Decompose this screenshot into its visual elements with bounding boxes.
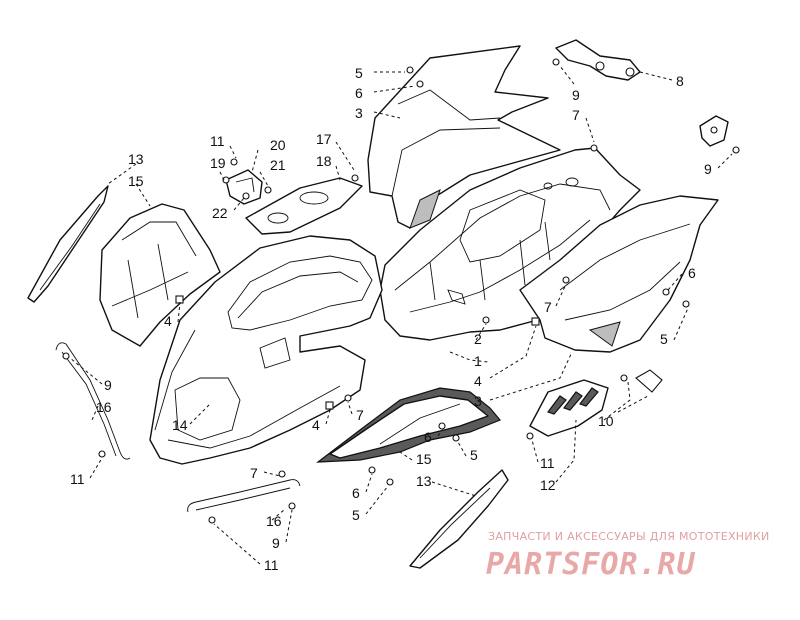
callout-15-center: 15 [416, 451, 432, 467]
callout-5-right: 5 [660, 331, 668, 347]
callout-9-left: 9 [104, 377, 112, 393]
callout-4-front: 4 [312, 417, 320, 433]
headlight-housing [99, 203, 221, 347]
callout-3-mid: 3 [474, 393, 482, 409]
callout-5-bottom: 5 [352, 507, 360, 523]
front-grille-left [27, 185, 109, 303]
callout-10: 10 [598, 413, 614, 429]
callout-2: 2 [474, 331, 482, 347]
callout-9-bracket: 9 [572, 87, 580, 103]
callout-4-left: 4 [164, 313, 172, 329]
side-panel-right [409, 469, 509, 569]
support-rod-left [55, 342, 131, 460]
callout-7-front: 7 [356, 407, 364, 423]
watermark: ЗАПЧАСТИ И АКСЕССУАРЫ ДЛЯ МОТОТЕХНИКИ PA… [486, 530, 770, 582]
callout-19: 19 [210, 155, 226, 171]
callout-6-bottom: 6 [352, 485, 360, 501]
callout-1: 1 [474, 353, 482, 369]
watermark-brand: PARTSFOR.RU [486, 547, 696, 582]
callout-12: 12 [540, 477, 556, 493]
front-lower-guard [316, 387, 501, 463]
callout-21: 21 [270, 157, 286, 173]
callout-15-left: 15 [128, 173, 144, 189]
bracket-lower [699, 115, 729, 147]
callout-5-center: 5 [470, 447, 478, 463]
callout-11-bottom: 11 [264, 557, 279, 573]
callout-11-left: 11 [70, 471, 85, 487]
callout-16-bottom: 16 [266, 513, 282, 529]
callout-20: 20 [270, 137, 286, 153]
callout-8: 8 [676, 73, 684, 89]
callout-16-left: 16 [96, 399, 112, 415]
main-body [379, 147, 641, 341]
callout-5-top: 5 [355, 65, 363, 81]
callout-17: 17 [316, 131, 332, 147]
callout-6-right: 6 [688, 265, 696, 281]
callout-7-bottom: 7 [250, 465, 258, 481]
mount-bracket [225, 169, 263, 205]
front-body [149, 235, 383, 465]
callout-labels: 5 6 3 8 9 7 9 11 20 19 21 22 17 18 13 15… [70, 65, 712, 573]
callout-11-bracket: 11 [210, 133, 225, 149]
right-rear-fender [519, 195, 719, 353]
fasteners [62, 58, 740, 524]
callout-6-top: 6 [355, 85, 363, 101]
callout-7-bracket: 7 [572, 107, 580, 123]
front-rack-cover [245, 177, 363, 235]
callout-11-right: 11 [540, 455, 555, 471]
callout-22: 22 [212, 205, 228, 221]
rear-fender-top [367, 45, 561, 229]
callout-13-left: 13 [128, 151, 144, 167]
callout-9-right: 9 [704, 161, 712, 177]
footwell-guard [529, 379, 609, 437]
callout-7-mid: 7 [544, 299, 552, 315]
callout-18: 18 [316, 153, 332, 169]
callout-3-top: 3 [355, 105, 363, 121]
callout-9-bottom: 9 [272, 535, 280, 551]
watermark-subtitle: ЗАПЧАСТИ И АКСЕССУАРЫ ДЛЯ МОТОТЕХНИКИ [488, 530, 770, 543]
leader-lines [69, 65, 733, 565]
callout-13-bottom: 13 [416, 473, 432, 489]
callout-4-mid: 4 [474, 373, 482, 389]
callout-6-center: 6 [424, 429, 432, 445]
support-rod-bottom [187, 479, 301, 513]
callout-14: 14 [172, 417, 188, 433]
bracket-upper [555, 39, 641, 81]
